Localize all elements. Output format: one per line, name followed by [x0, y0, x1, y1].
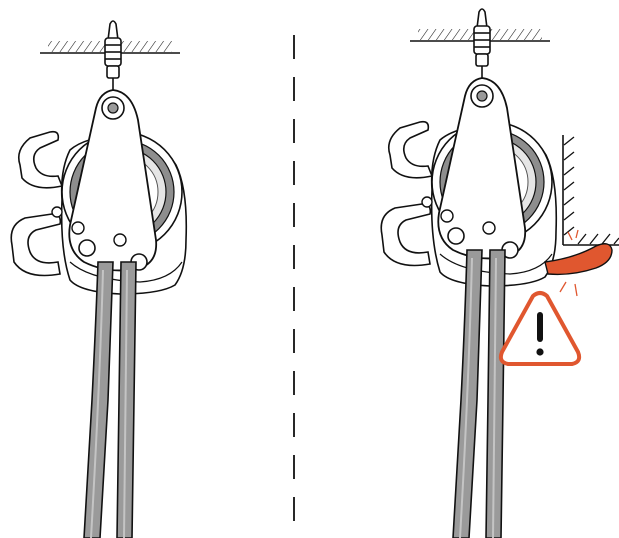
snagged-rope-accent: [544, 229, 613, 297]
left-connector: [104, 20, 122, 92]
right-rope-strands: [452, 249, 506, 538]
right-side-plate: [437, 77, 527, 260]
exclamation-warning-icon: [498, 291, 582, 366]
wall-obstacle: [562, 135, 619, 246]
left-panel: [10, 20, 188, 538]
left-rope-strands: [83, 261, 137, 538]
left-side-plate: [68, 89, 158, 272]
right-panel: [380, 8, 619, 538]
right-connector: [473, 8, 491, 80]
